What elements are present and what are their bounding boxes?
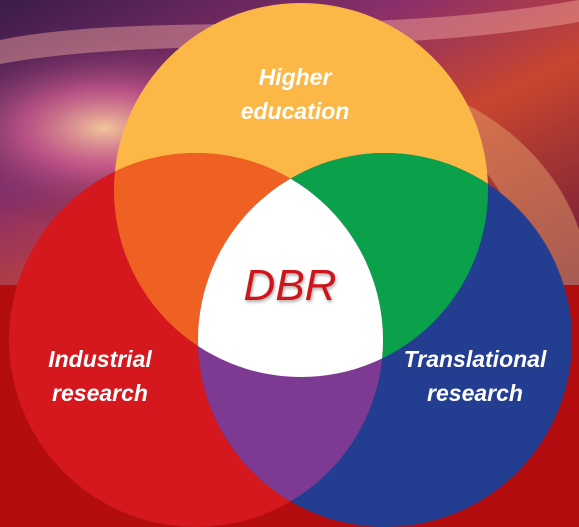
label-industrial-research-line2: research	[52, 380, 148, 406]
label-higher-education-line1: Higher	[258, 64, 332, 90]
label-industrial-research: Industrial research	[25, 342, 175, 410]
label-industrial-research-line1: Industrial	[48, 346, 152, 372]
center-overlap	[198, 153, 383, 377]
label-higher-education-line2: education	[240, 98, 350, 124]
center-label-dbr: DBR	[243, 261, 337, 310]
label-translational-research-line2: research	[427, 380, 523, 406]
label-translational-research: Translational research	[380, 342, 570, 410]
label-higher-education: Higher education	[230, 60, 360, 128]
label-translational-research-line1: Translational	[403, 346, 547, 372]
